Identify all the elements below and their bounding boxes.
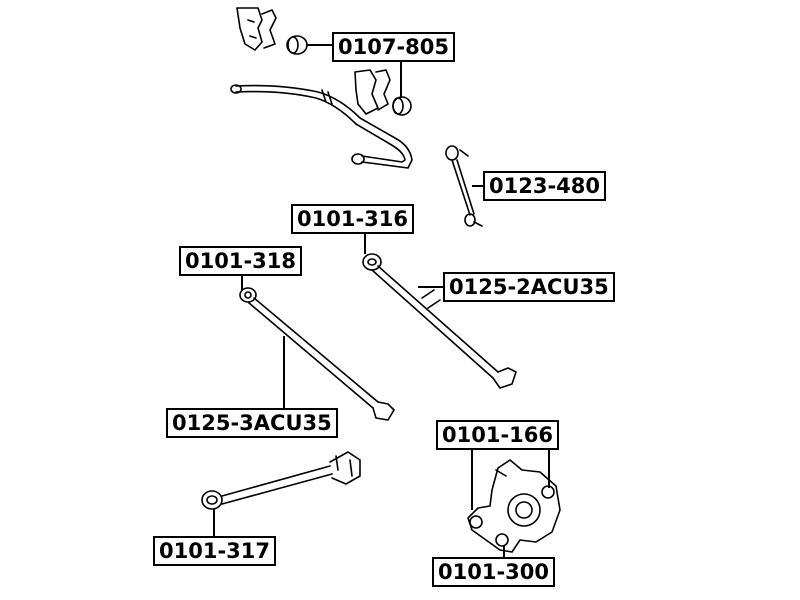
part-label-0101-166: 0101-166	[436, 420, 559, 450]
upper-control-arm	[362, 253, 517, 389]
stabilizer-bracket-lower	[354, 69, 391, 115]
stabilizer-link	[445, 145, 483, 227]
part-label-0125-3ACU35: 0125-3ACU35	[166, 408, 338, 438]
part-label-0123-480: 0123-480	[483, 171, 606, 201]
leader-lines	[213, 44, 550, 557]
part-label-0101-318: 0101-318	[179, 246, 302, 276]
stabilizer-bracket-top	[236, 7, 277, 51]
stabilizer-bushing-lower	[392, 96, 412, 116]
lower-control-arm	[239, 287, 395, 421]
part-label-0101-300: 0101-300	[432, 557, 555, 587]
part-label-0101-316: 0101-316	[291, 204, 414, 234]
trailing-arm	[201, 451, 361, 510]
part-label-0101-317: 0101-317	[153, 536, 276, 566]
rear-knuckle	[467, 459, 561, 553]
stabilizer-bushing-top	[286, 35, 308, 55]
part-label-0107-805: 0107-805	[332, 32, 455, 62]
part-label-0125-2ACU35: 0125-2ACU35	[443, 272, 615, 302]
stabilizer-bar	[230, 84, 413, 169]
